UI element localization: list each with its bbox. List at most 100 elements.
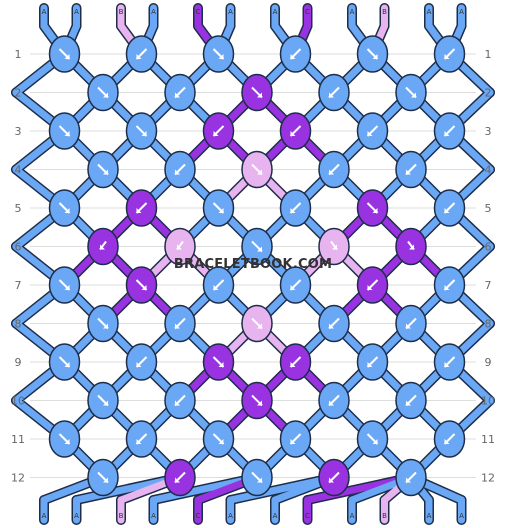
top-strand-tag: A <box>427 8 432 16</box>
bottom-strand-tag: A <box>74 512 79 520</box>
knot-arrow-head <box>64 54 70 59</box>
row-label-left: 10 <box>11 395 25 408</box>
knot-arrow-head <box>213 285 219 290</box>
knot-arrow-head <box>406 400 411 406</box>
bottom-strand-tag: C <box>305 512 310 520</box>
knot-arrow-head <box>136 362 142 367</box>
knot-arrow-head <box>409 244 414 250</box>
row-label-right: 12 <box>481 472 495 485</box>
knot-arrow-head <box>175 92 180 98</box>
knot-arrow-head <box>367 362 373 367</box>
knot-arrow-head <box>257 400 262 406</box>
knot-arrow-head <box>332 244 337 250</box>
knot-arrow-head <box>175 169 180 175</box>
knot-arrow-head <box>372 54 378 59</box>
bottom-strand-tag: B <box>382 512 387 520</box>
knot-arrow-head <box>136 54 142 59</box>
knot-arrow-head <box>257 323 262 329</box>
bottom-strand-tag: A <box>273 512 278 520</box>
row-label-right: 1 <box>485 48 492 61</box>
knot-arrow-head <box>290 131 296 136</box>
row-label-left: 5 <box>15 202 22 215</box>
knot-arrow-head <box>175 323 180 329</box>
knot-arrow-head <box>372 439 378 444</box>
knot-arrow-head <box>213 131 219 136</box>
top-strand-tag: A <box>74 8 79 16</box>
row-label-left: 12 <box>11 472 25 485</box>
knot-arrow-head <box>141 285 147 290</box>
top-strand-tag: A <box>350 8 355 16</box>
knot-arrow-head <box>444 362 450 367</box>
top-strand-tag: A <box>228 8 233 16</box>
knot-arrow-head <box>257 246 262 252</box>
row-label-right: 3 <box>485 125 492 138</box>
knot-arrow-head <box>175 400 180 406</box>
top-strand-tag: A <box>42 8 47 16</box>
knot-arrow-head <box>372 208 378 213</box>
row-label-left: 3 <box>15 125 22 138</box>
bottom-strand-tag: B <box>119 512 124 520</box>
bottom-strand-tag: A <box>350 512 355 520</box>
knot-arrow-head <box>290 54 296 59</box>
top-strand-tag: C <box>196 8 201 16</box>
top-strand-tag: B <box>382 8 387 16</box>
knot-arrow-head <box>136 208 142 213</box>
row-label-right: 5 <box>485 202 492 215</box>
row-label-left: 2 <box>15 87 22 100</box>
knots <box>48 35 466 497</box>
bottom-strand-tag: A <box>427 512 432 520</box>
knot-arrow-head <box>64 439 70 444</box>
top-strand-tag: A <box>273 8 278 16</box>
knot-arrow-head <box>290 285 296 290</box>
knot-arrow-head <box>64 208 70 213</box>
knot-arrow-head <box>64 131 70 136</box>
top-strand-tag: A <box>459 8 464 16</box>
bottom-strand-tag: A <box>42 512 47 520</box>
knot-arrow-head <box>329 477 334 483</box>
watermark-text: BRACELETBOOK.COM <box>174 257 332 272</box>
top-strand-tag: A <box>151 8 156 16</box>
row-label-left: 7 <box>15 279 22 292</box>
row-label-right: 9 <box>485 356 492 369</box>
knot-arrow-head <box>367 131 373 136</box>
bottom-strand-tag: A <box>459 512 464 520</box>
knot-arrow-head <box>136 439 142 444</box>
row-label-right: 7 <box>485 279 492 292</box>
knot-arrow-head <box>406 477 411 483</box>
knot-arrow-head <box>406 169 411 175</box>
row-label-right: 2 <box>485 87 492 100</box>
row-label-left: 9 <box>15 356 22 369</box>
bottom-strand-tag: C <box>196 512 201 520</box>
knot-arrow-head <box>444 54 450 59</box>
row-label-right: 8 <box>485 318 492 331</box>
row-label-right: 4 <box>485 164 492 177</box>
knot-arrow-head <box>411 92 416 98</box>
row-label-left: 11 <box>11 433 25 446</box>
knot-arrow-head <box>103 477 108 483</box>
knot-arrow-head <box>290 208 296 213</box>
knot-arrow-head <box>218 439 224 444</box>
knot-arrow-head <box>444 208 450 213</box>
knot-arrow-head <box>177 244 182 250</box>
row-label-right: 10 <box>481 395 495 408</box>
knot-arrow-head <box>257 169 262 175</box>
bottom-strand-tag: A <box>151 512 156 520</box>
knot-arrow-head <box>329 323 334 329</box>
knot-arrow-head <box>218 208 224 213</box>
knot-arrow-head <box>103 323 108 329</box>
row-label-right: 6 <box>485 241 492 254</box>
knot-arrow-head <box>64 362 70 367</box>
knot-arrow-head <box>406 323 411 329</box>
row-label-left: 1 <box>15 48 22 61</box>
knot-arrow-head <box>290 362 296 367</box>
knot-arrow-head <box>257 477 262 483</box>
top-strand-tag: B <box>119 8 124 16</box>
knot-arrow-head <box>329 169 334 175</box>
knot-arrow-head <box>141 131 147 136</box>
knot-arrow-head <box>444 285 450 290</box>
knot-arrow-head <box>444 439 450 444</box>
